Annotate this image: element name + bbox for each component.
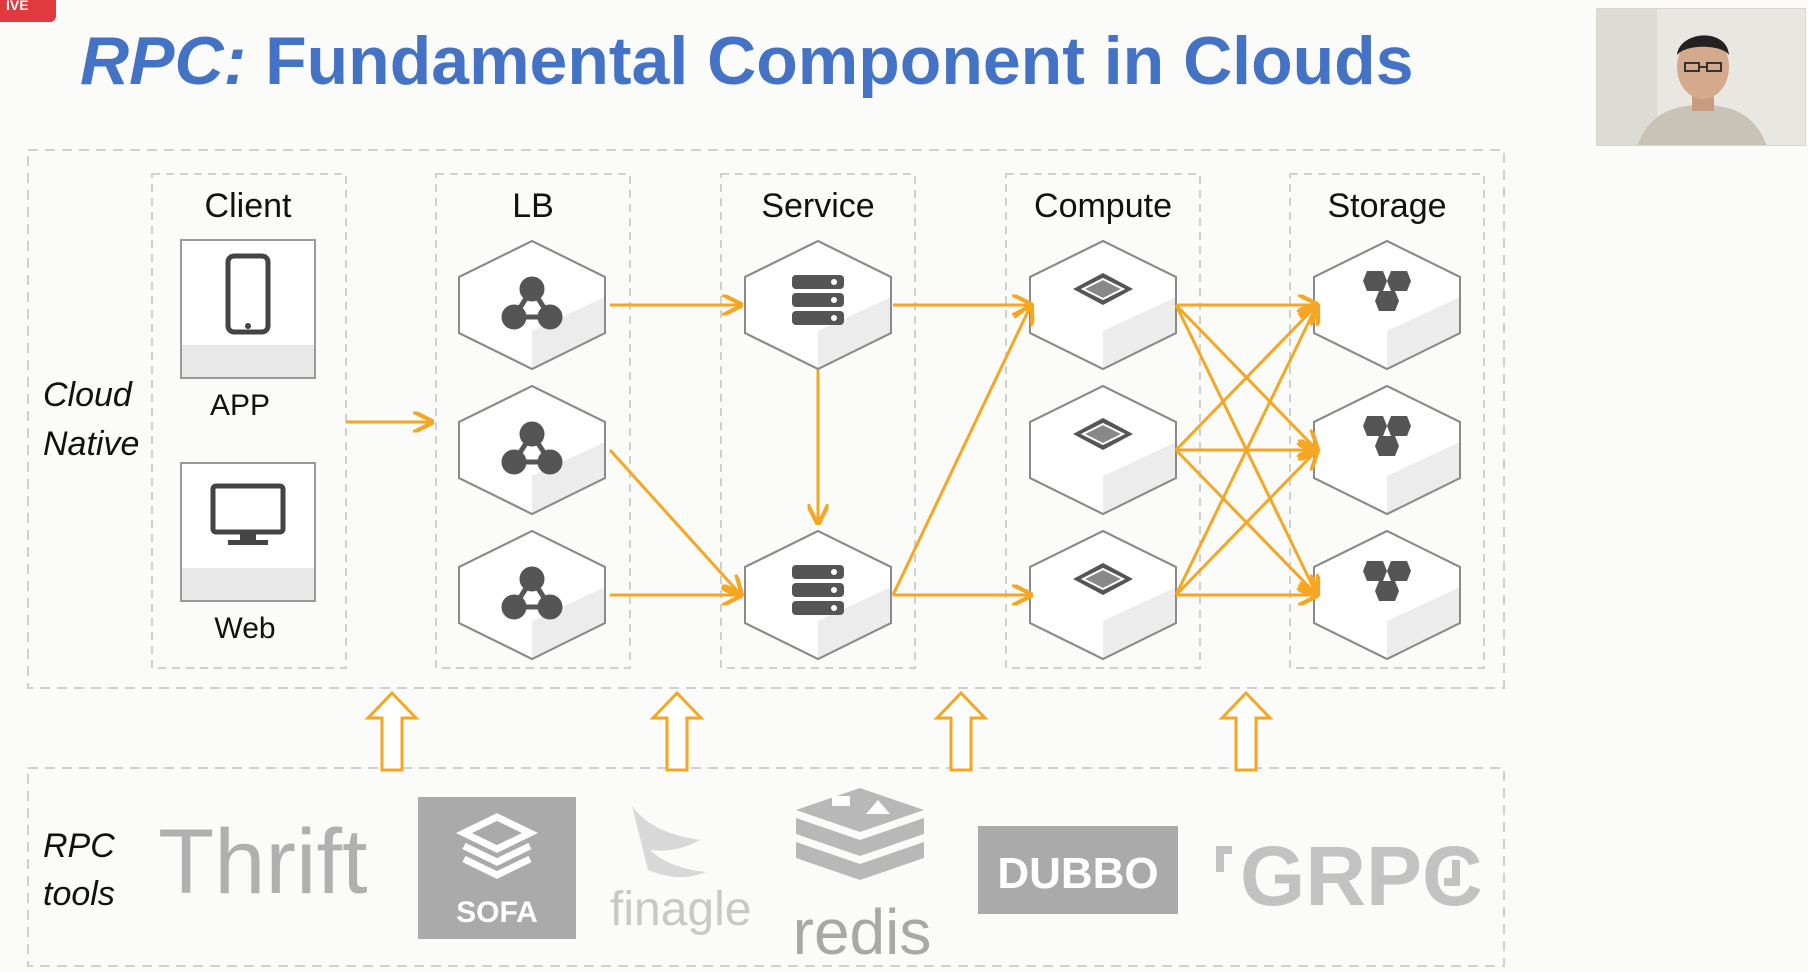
- column-header-compute: Compute: [1034, 187, 1172, 225]
- live-badge-text: IVE: [6, 0, 29, 13]
- compute-column: [1005, 173, 1201, 669]
- compute-node: [1029, 385, 1177, 515]
- grpc-logo-text: GRPC: [1240, 829, 1483, 923]
- rpc-tools-label-line2: tools: [43, 875, 115, 913]
- arrow-service2-to-compute1: [891, 305, 1031, 596]
- storage-cluster-icon: [1363, 271, 1411, 311]
- network-hub-icon: [501, 421, 563, 475]
- cloud-native-label-line2: Native: [43, 425, 139, 463]
- cloud-native-label-line1: Cloud: [43, 376, 133, 414]
- thrift-logo: Thrift: [158, 811, 368, 913]
- finagle-logo: finagle: [610, 806, 751, 936]
- network-hub-icon: [501, 566, 563, 620]
- storage-cluster-icon: [1363, 561, 1411, 601]
- arrow-lb2-to-service2: [608, 448, 741, 595]
- title-rest: Fundamental Component in Clouds: [246, 23, 1414, 99]
- service-node: [744, 240, 892, 370]
- web-label: Web: [214, 612, 275, 645]
- cloud-native-region: [27, 149, 1505, 689]
- up-arrow-icon: [364, 690, 420, 772]
- sofa-logo-text: SOFA: [456, 896, 538, 929]
- arrow-compute3-to-storage2: [1174, 450, 1317, 597]
- server-stack-icon: [792, 275, 844, 325]
- slide-title: RPC: Fundamental Component in Clouds: [80, 22, 1414, 100]
- web-client: [180, 462, 316, 602]
- rpc-tools-region: [27, 767, 1505, 967]
- storage-node: [1313, 530, 1461, 660]
- dubbo-logo: DUBBO: [978, 826, 1178, 914]
- storage-column: [1289, 173, 1485, 669]
- chip-icon: [1073, 418, 1133, 450]
- smartphone-icon: [225, 253, 271, 335]
- title-italic-part: RPC:: [80, 23, 247, 99]
- finagle-logo-text: finagle: [610, 883, 751, 936]
- compute-node: [1029, 530, 1177, 660]
- redis-logo: redis: [793, 788, 932, 968]
- column-header-storage: Storage: [1327, 187, 1446, 225]
- app-label: APP: [210, 389, 270, 422]
- server-stack-icon: [792, 565, 844, 615]
- redis-logo-text: redis: [793, 896, 932, 968]
- arrow-compute2-to-storage1: [1174, 305, 1317, 452]
- lb-node: [458, 240, 606, 370]
- up-arrow-icon: [649, 690, 705, 772]
- chip-icon: [1073, 563, 1133, 595]
- grpc-logo: GRPC: [1216, 829, 1483, 923]
- compute-node: [1029, 240, 1177, 370]
- up-arrow-icon: [1218, 690, 1274, 772]
- service-node: [744, 530, 892, 660]
- column-header-lb: LB: [512, 187, 554, 225]
- dubbo-logo-text: DUBBO: [997, 849, 1158, 898]
- presenter-video[interactable]: [1596, 8, 1806, 146]
- monitor-icon: [210, 483, 286, 545]
- storage-node: [1313, 385, 1461, 515]
- chip-icon: [1073, 273, 1133, 305]
- column-header-service: Service: [761, 187, 874, 225]
- network-hub-icon: [501, 276, 563, 330]
- live-badge: IVE: [0, 0, 56, 22]
- service-column: [720, 173, 916, 669]
- app-client: [180, 239, 316, 379]
- lb-node: [458, 385, 606, 515]
- arrow-compute3-to-storage1: [1174, 305, 1317, 596]
- lb-node: [458, 530, 606, 660]
- column-header-client: Client: [205, 187, 292, 225]
- storage-cluster-icon: [1363, 416, 1411, 456]
- up-arrow-icon: [933, 690, 989, 772]
- sofa-logo: SOFA: [418, 797, 576, 939]
- lb-column: [435, 173, 631, 669]
- storage-node: [1313, 240, 1461, 370]
- rpc-tools-label-line1: RPC: [43, 827, 115, 865]
